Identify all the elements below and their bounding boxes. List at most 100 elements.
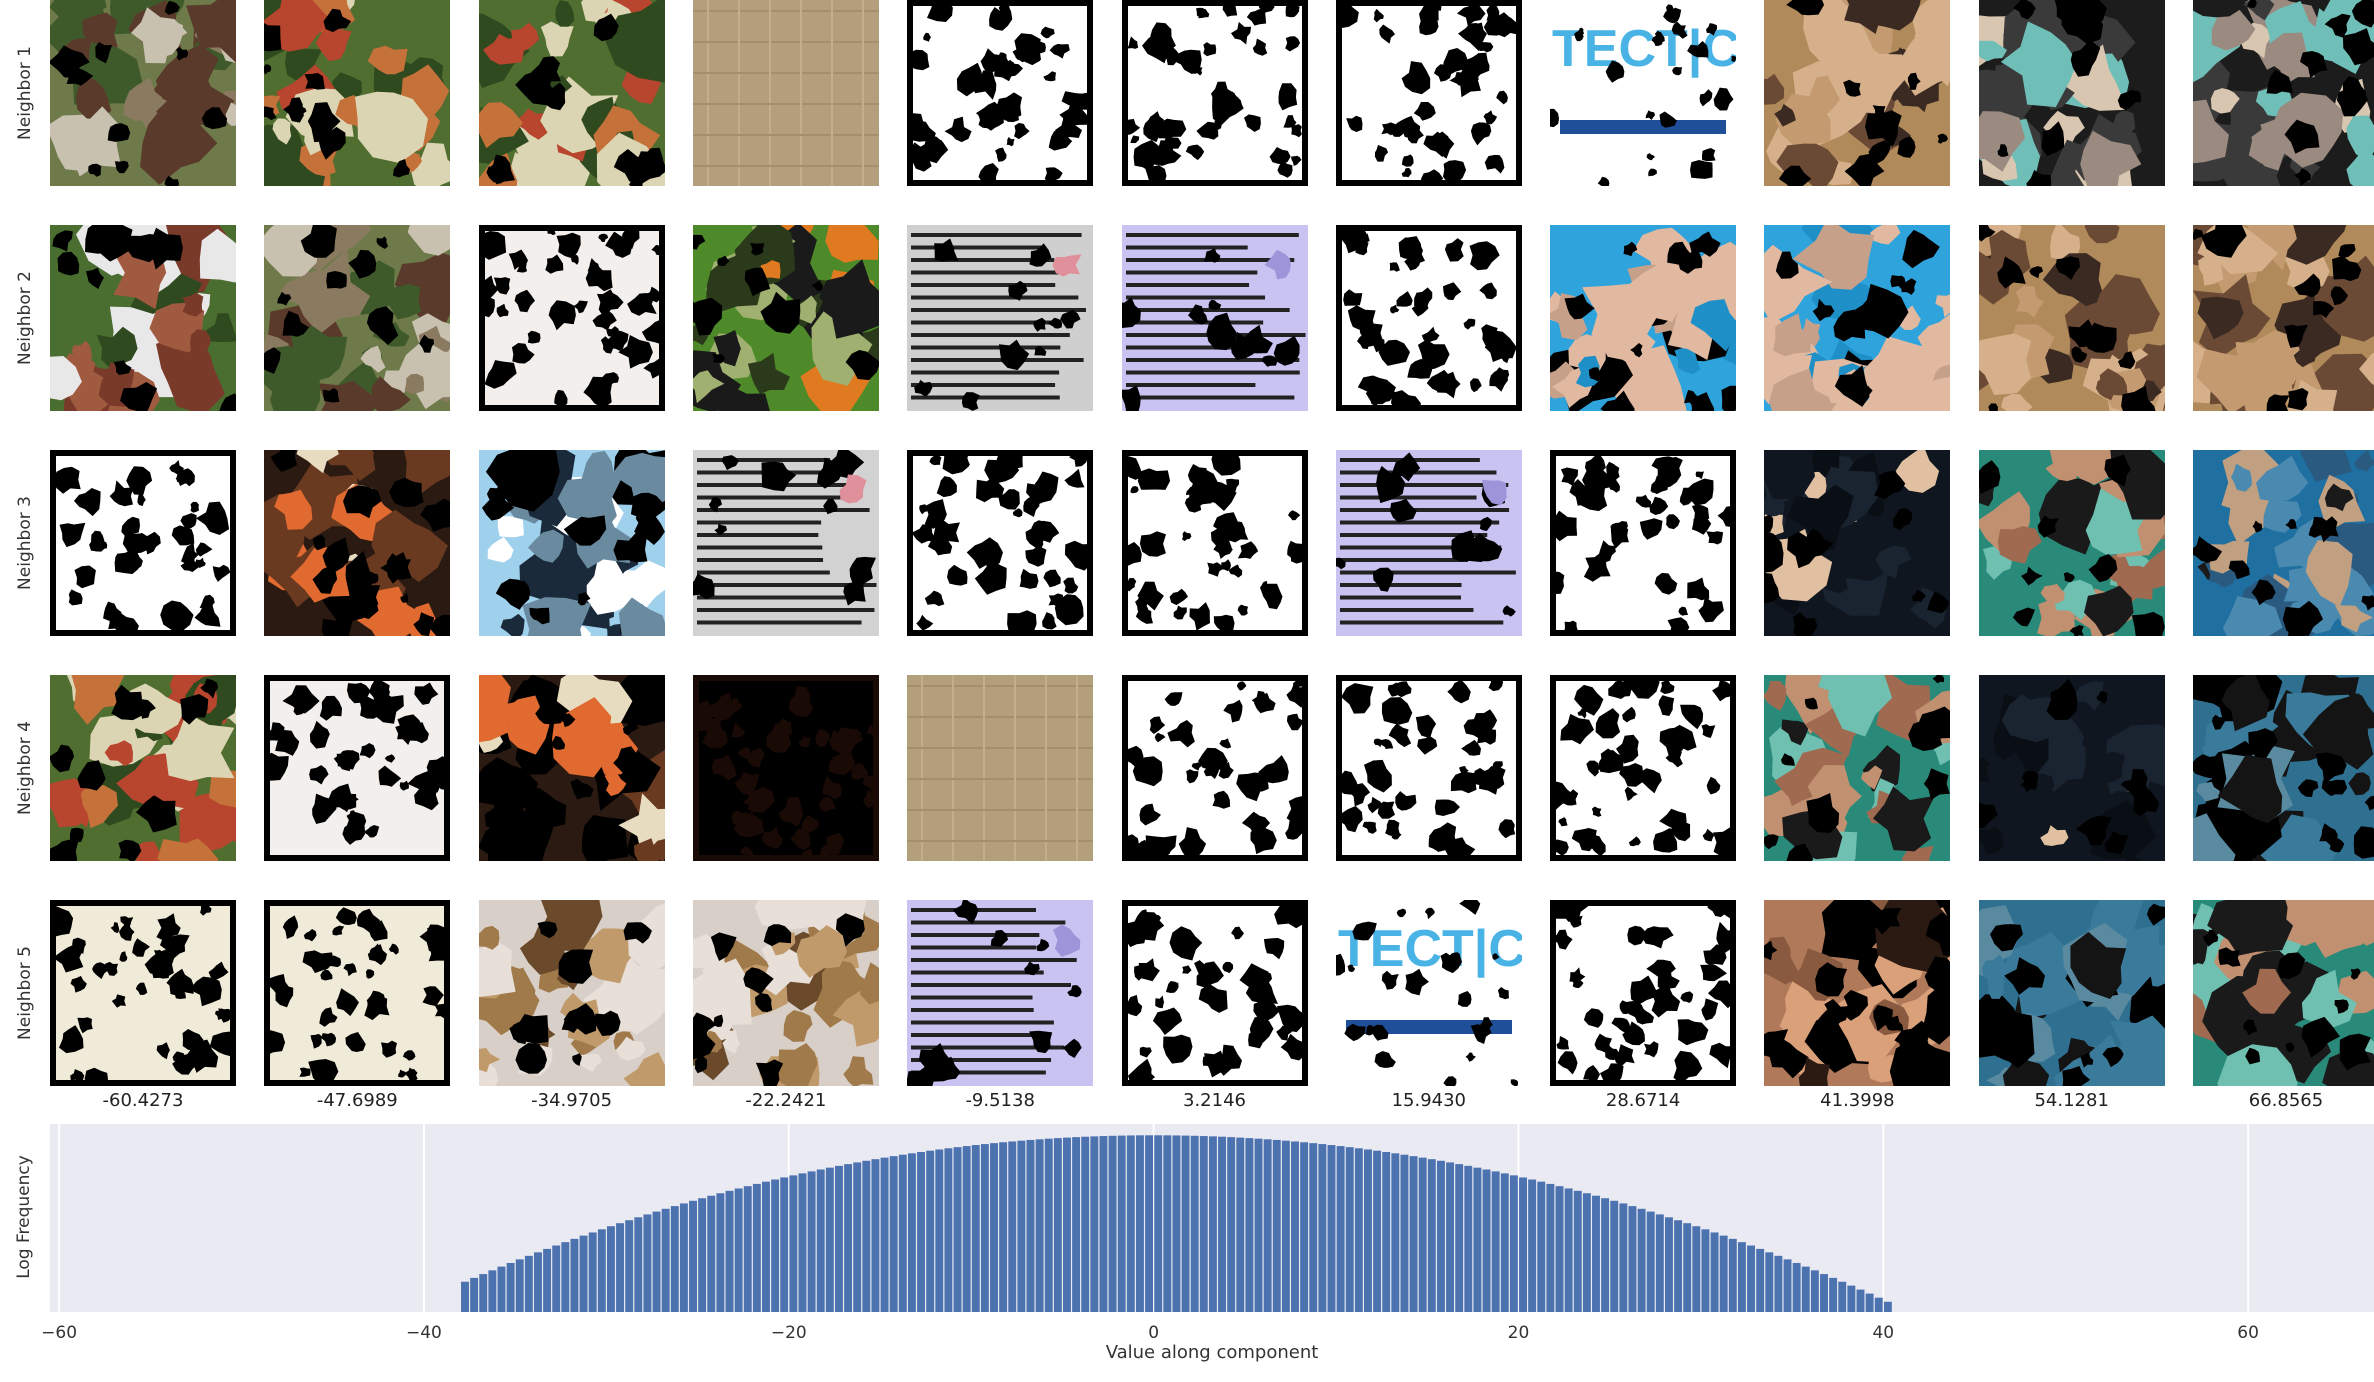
neighbor-image xyxy=(1121,0,1308,186)
neighbor-image-graphic xyxy=(907,675,1094,861)
neighbor-image-graphic xyxy=(1335,0,1522,186)
histogram-bar xyxy=(1418,1157,1427,1312)
neighbor-image xyxy=(264,0,451,186)
histogram-bar xyxy=(1801,1266,1810,1312)
neighbor-image-graphic xyxy=(907,450,1094,636)
histogram-bar xyxy=(1756,1248,1765,1312)
row-label-3: Neighbor 3 xyxy=(0,450,50,636)
neighbor-image xyxy=(1978,900,2165,1086)
histogram-bar xyxy=(1099,1136,1108,1312)
histogram-bar xyxy=(1564,1188,1573,1312)
neighbor-image-graphic xyxy=(907,225,1094,411)
neighbor-image xyxy=(907,450,1094,636)
histogram-bar xyxy=(1272,1139,1281,1312)
neighbor-image-graphic xyxy=(1121,0,1308,186)
column-value-label: -22.2421 xyxy=(745,1090,827,1111)
histogram-bar xyxy=(698,1198,707,1312)
histogram-bar xyxy=(1582,1193,1591,1312)
neighbor-image xyxy=(1335,0,1522,186)
histogram-bar xyxy=(1710,1232,1719,1312)
histogram-bar xyxy=(1883,1301,1892,1312)
neighbor-image xyxy=(692,900,879,1086)
histogram-bar xyxy=(1053,1138,1062,1312)
neighbor-image xyxy=(2193,450,2374,636)
row-label-1: Neighbor 1 xyxy=(0,0,50,186)
histogram-bar xyxy=(1063,1137,1071,1312)
neighbor-image-graphic xyxy=(1550,450,1737,636)
column-value-label: 66.8565 xyxy=(2248,1090,2324,1111)
histogram-bar xyxy=(616,1223,625,1312)
histogram-bar xyxy=(1838,1281,1847,1312)
neighbor-image-graphic xyxy=(692,0,879,186)
neighbor-image-graphic xyxy=(50,0,236,186)
neighbor-image: TECT|C xyxy=(1335,900,1522,1086)
x-tick-label: −60 xyxy=(41,1323,77,1343)
neighbor-image-graphic xyxy=(1978,225,2165,411)
histogram-bar xyxy=(798,1173,807,1312)
histogram-bar xyxy=(1455,1164,1464,1312)
histogram-bar xyxy=(980,1144,989,1312)
neighbor-image-graphic xyxy=(1764,675,1951,861)
neighbor-image xyxy=(692,450,879,636)
neighbor-image xyxy=(1121,450,1308,636)
histogram-bar xyxy=(1646,1211,1655,1312)
histogram-bar xyxy=(579,1235,588,1312)
histogram-bar xyxy=(625,1220,634,1312)
neighbor-image-graphic xyxy=(2193,225,2374,411)
histogram-bar xyxy=(534,1252,542,1312)
column-value-label: -34.9705 xyxy=(531,1090,613,1111)
histogram-bar xyxy=(1810,1270,1819,1312)
neighbor-image-graphic xyxy=(2193,0,2374,186)
histogram-bar xyxy=(834,1165,843,1312)
histogram-bar xyxy=(1081,1136,1090,1312)
histogram-bar xyxy=(1181,1135,1190,1312)
histogram-bar xyxy=(1792,1262,1801,1312)
histogram-bar xyxy=(1400,1154,1409,1312)
histogram-bar xyxy=(1409,1156,1418,1312)
histogram-bar xyxy=(1829,1277,1838,1312)
histogram-bar xyxy=(1783,1259,1792,1312)
histogram-bar xyxy=(1427,1159,1436,1312)
column-value-label: -47.6989 xyxy=(316,1090,398,1111)
histogram-bar xyxy=(1436,1160,1445,1312)
neighbor-image xyxy=(907,225,1094,411)
histogram-bar xyxy=(898,1154,907,1312)
neighbor-image xyxy=(1335,675,1522,861)
neighbor-image xyxy=(1978,675,2165,861)
row-label-text: Neighbor 1 xyxy=(15,46,35,140)
histogram-bar xyxy=(871,1159,880,1312)
histogram-bar xyxy=(1628,1206,1637,1312)
histogram-bar xyxy=(780,1177,789,1312)
histogram-bar xyxy=(953,1147,962,1312)
neighbor-image-graphic xyxy=(1978,450,2165,636)
neighbor-image-graphic xyxy=(1550,675,1737,861)
histogram-bar xyxy=(1354,1148,1363,1312)
histogram-bar xyxy=(1090,1136,1099,1312)
neighbor-image xyxy=(1764,900,1951,1086)
neighbor-image xyxy=(478,225,665,411)
neighbor-image xyxy=(478,450,665,636)
histogram-bar xyxy=(1555,1186,1564,1312)
neighbor-image-graphic xyxy=(1764,0,1951,186)
neighbor-image xyxy=(692,675,879,861)
histogram-bar xyxy=(1017,1140,1026,1312)
x-tick-label: −20 xyxy=(771,1323,807,1343)
histogram-bar xyxy=(561,1242,570,1312)
histogram-bar xyxy=(771,1179,780,1312)
neighbor-image-graphic xyxy=(1335,225,1522,411)
histogram-bar xyxy=(1382,1151,1391,1312)
neighbor-image xyxy=(1550,225,1737,411)
neighbor-image-graphic xyxy=(2193,900,2374,1086)
histogram-bar xyxy=(1473,1167,1482,1312)
neighbor-image-graphic xyxy=(1978,900,2165,1086)
neighbor-image-graphic xyxy=(50,675,236,861)
neighbor-image-graphic xyxy=(692,900,879,1086)
histogram-bar xyxy=(1373,1150,1382,1312)
neighbor-image-graphic xyxy=(907,900,1094,1086)
neighbor-image xyxy=(692,0,879,186)
histogram-bar xyxy=(1154,1135,1163,1312)
histogram-bar xyxy=(570,1238,579,1312)
x-tick-label: 60 xyxy=(2237,1323,2259,1343)
histogram-bar xyxy=(1765,1252,1774,1312)
